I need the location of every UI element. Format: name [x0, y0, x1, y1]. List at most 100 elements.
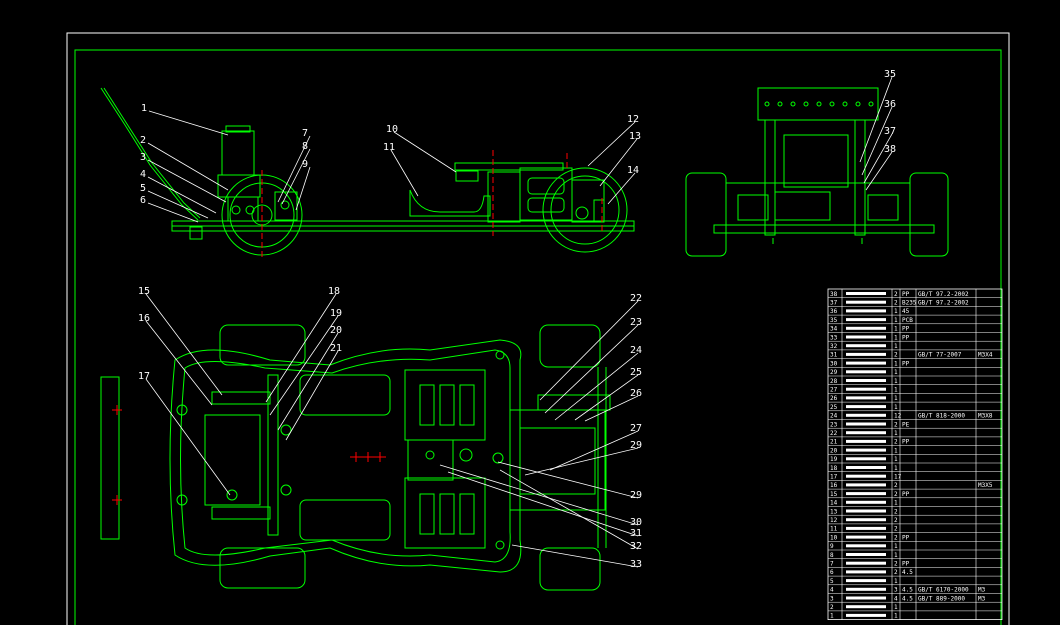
leader-line [574, 374, 639, 421]
leader-line [539, 300, 639, 401]
callout-number: 3 [140, 152, 146, 163]
bom-cell: 15 [830, 491, 838, 498]
bom-cell: 1 [894, 395, 898, 402]
leader-line [145, 378, 231, 496]
callout-number: 6 [140, 195, 146, 206]
bom-cell: 1 [894, 360, 898, 367]
bom-cell: 11 [830, 526, 838, 533]
leader-line [147, 176, 217, 214]
bom-cell: 1 [894, 465, 898, 472]
bom-cell: GB/T 889-2000 [918, 595, 965, 602]
callout-number: 38 [884, 144, 896, 155]
bom-cell: GB/T 97.2-2002 [918, 291, 969, 298]
leader-line [148, 110, 229, 136]
bom-cell: GB/T 818-2000 [918, 413, 965, 420]
callout-1: 1 [141, 103, 229, 136]
leader-line [859, 76, 893, 163]
leader-line [599, 138, 638, 187]
bom-name-cell [846, 335, 886, 339]
callout-number: 1 [141, 103, 147, 114]
callout-24: 24 [554, 345, 642, 421]
leader-line [390, 149, 419, 197]
bom-cell: 34 [830, 326, 838, 333]
bom-cell: 3 [830, 595, 834, 602]
side-view [100, 87, 635, 256]
bom-name-cell [846, 309, 886, 313]
bom-cell: 4 [830, 587, 834, 594]
bom-name-cell [846, 466, 886, 469]
bom-name-cell [846, 413, 886, 417]
leader-line [499, 469, 639, 550]
bom-cell: 37 [830, 300, 838, 307]
top-view-markers [112, 405, 386, 505]
bom-cell: 6 [830, 569, 834, 576]
callout-17: 17 [138, 371, 231, 496]
bom-cell: 2 [894, 300, 898, 307]
leader-line [511, 544, 639, 568]
bom-cell: GB/T 6170-2000 [918, 587, 969, 594]
callout-36: 37 [863, 126, 896, 184]
bom-cell: B235 [902, 300, 917, 307]
callout-number: 18 [328, 286, 340, 297]
bom-name-cell [846, 492, 886, 496]
bom-cell: 17 [830, 474, 838, 481]
bom-cell: PCB [902, 317, 913, 324]
bom-cell: 1 [894, 378, 898, 385]
bom-cell: 4 [894, 595, 898, 602]
callout-27: 27 [549, 423, 642, 471]
callout-number: 2 [140, 135, 146, 146]
callout-23: 23 [544, 317, 642, 414]
bom-cell: 7 [830, 561, 834, 568]
bom-cell: 17 [894, 474, 902, 481]
leader-line [439, 464, 639, 526]
callout-22: 22 [539, 293, 642, 401]
callout-number: 31 [630, 528, 642, 539]
bom-name-cell [846, 300, 886, 304]
callout-number: 12 [627, 114, 639, 125]
bom-name-cell [846, 544, 886, 548]
bom-cell: 30 [830, 360, 838, 367]
bom-row: 7 2 PP [828, 558, 1002, 568]
bom-cell: 2 [830, 604, 834, 611]
bom-name-cell [846, 405, 886, 409]
leader-line [147, 142, 229, 191]
leader-line [145, 320, 213, 406]
bom-name-cell [846, 439, 886, 443]
bom-cell: 22 [830, 430, 838, 437]
leader-line [265, 293, 337, 403]
callout-26: 26 [584, 388, 642, 422]
bom-cell: 2 [894, 561, 898, 568]
bom-cell: PP [902, 334, 910, 341]
bom-cell: PP [902, 360, 910, 367]
bom-row: 30 1 PP [828, 358, 1002, 367]
bom-cell: 23 [830, 421, 838, 428]
side-view-centerlines [261, 150, 603, 258]
bom-cell: PP [902, 439, 910, 446]
bom-cell: 9 [830, 543, 834, 550]
bom-cell: 27 [830, 387, 838, 394]
callout-number: 37 [884, 126, 896, 137]
callout-number: 32 [630, 541, 642, 552]
inner-border [74, 49, 1002, 625]
bom-name-cell [846, 535, 886, 539]
bom-cell: 1 [894, 317, 898, 324]
leader-line [587, 121, 636, 167]
callout-10: 10 [386, 124, 457, 173]
bom-cell: 36 [830, 308, 838, 315]
bom-cell: PP [902, 561, 910, 568]
leader-line [281, 148, 311, 205]
callout-9: 9 [295, 159, 311, 211]
